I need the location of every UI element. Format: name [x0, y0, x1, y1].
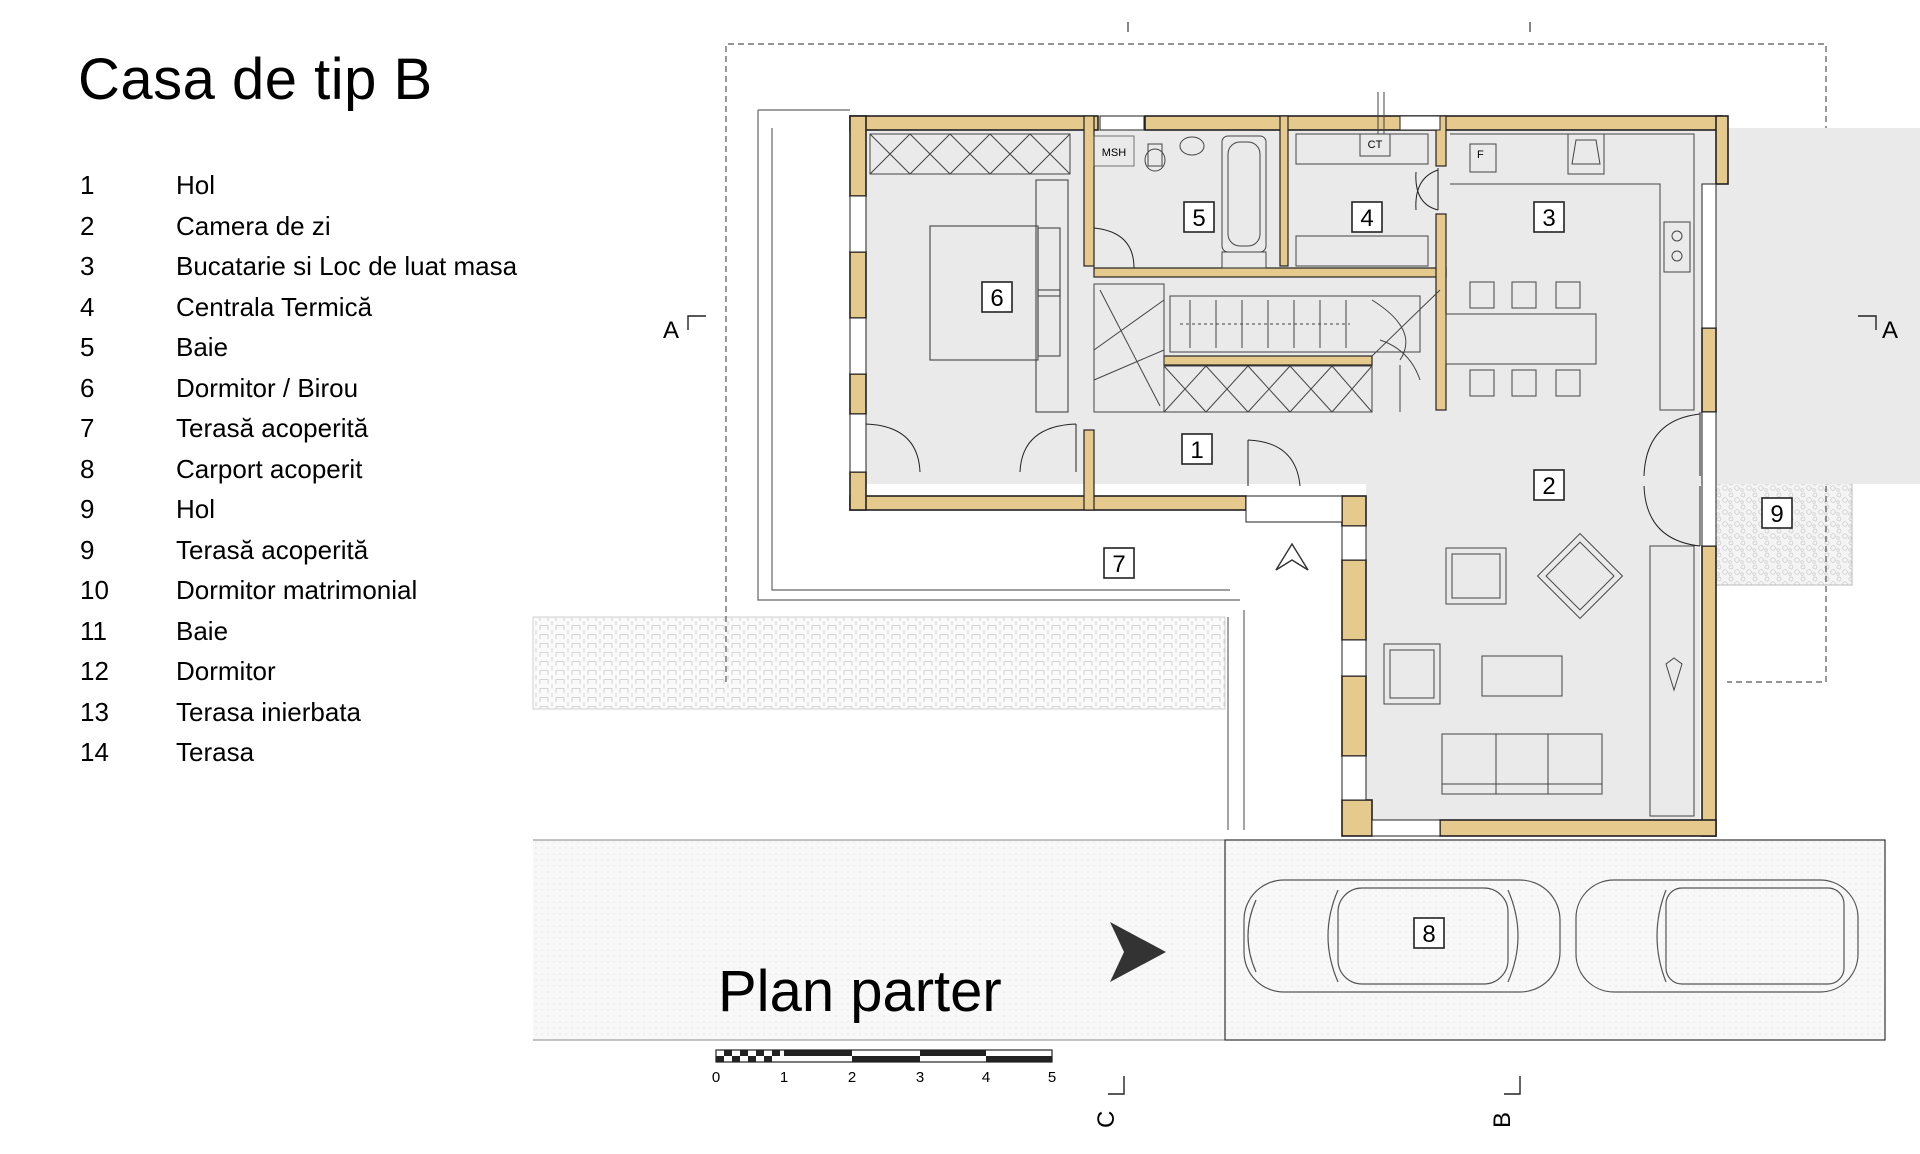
scale-tick-5: 5	[1048, 1069, 1056, 1086]
interior-walls	[1083, 115, 1447, 511]
room-label-7-text: 7	[1112, 551, 1125, 578]
legend-number: 10	[80, 575, 109, 605]
room-label-5: 5	[1183, 201, 1215, 233]
living-furniture	[1383, 532, 1695, 817]
section-a-left-text: A	[663, 317, 679, 344]
car-1	[1243, 879, 1561, 993]
section-marker-c: C	[1093, 1076, 1125, 1128]
wardrobe	[869, 133, 1373, 413]
legend-number: 13	[80, 696, 109, 727]
door-swings	[865, 168, 1701, 547]
legend-name: Dormitor matrimonial	[176, 575, 418, 605]
bathroom-fixtures	[1144, 135, 1267, 269]
room-label-3-text: 3	[1542, 205, 1555, 232]
legend-number: 2	[80, 210, 95, 241]
driveway	[533, 839, 1886, 1041]
room-label-1-text: 1	[1190, 437, 1203, 464]
legend-number: 5	[80, 332, 95, 362]
legend-number: 7	[80, 413, 95, 443]
legend-number: 12	[80, 656, 109, 686]
legend-number: 4	[80, 291, 95, 322]
room-label-6-text: 6	[990, 285, 1003, 312]
legend-number: 3	[80, 251, 95, 281]
legend-name: Carport acoperit	[176, 453, 363, 484]
section-c-text: C	[1093, 1111, 1120, 1128]
boiler-fixtures	[1295, 92, 1429, 267]
legend-name: Terasa	[176, 737, 255, 767]
section-marker-a-left: A	[663, 315, 706, 344]
car-2	[1575, 879, 1859, 993]
legend-number: 9	[80, 494, 95, 524]
room-label-2: 2	[1533, 469, 1565, 501]
room-label-6: 6	[981, 281, 1013, 313]
section-b-text: B	[1489, 1112, 1516, 1128]
section-a-right-text: A	[1882, 317, 1898, 344]
legend-name: Terasă acoperită	[176, 534, 369, 565]
legend-number: 8	[80, 453, 95, 484]
room-label-4-text: 4	[1360, 205, 1373, 232]
room-label-5-text: 5	[1192, 205, 1205, 232]
paved-walkway	[532, 616, 1226, 710]
dining-set	[1445, 281, 1597, 397]
north-arrow	[1275, 542, 1309, 571]
room-label-9-text: 9	[1770, 501, 1783, 528]
scale-bar: 0 1 2 3 4 5	[712, 1049, 1056, 1086]
scale-tick-0: 0	[712, 1069, 720, 1086]
section-marker-b: B	[1489, 1076, 1521, 1128]
scale-tick-1: 1	[780, 1069, 788, 1086]
legend-number: 6	[80, 372, 95, 403]
scale-tick-4: 4	[982, 1069, 990, 1086]
room-label-8-text: 8	[1422, 921, 1435, 948]
scale-tick-3: 3	[916, 1069, 924, 1086]
page-title: Casa de tip B	[78, 47, 433, 112]
room-label-7: 7	[1103, 547, 1135, 579]
msh-unit	[1093, 135, 1135, 167]
interior-floor	[866, 128, 1920, 820]
msh-label: MSH	[1102, 147, 1127, 159]
covered-terrace-outline	[757, 109, 1245, 830]
room-label-9: 9	[1761, 497, 1793, 529]
legend-number: 11	[80, 615, 107, 646]
legend-name: Camera de zi	[176, 210, 331, 241]
legend-name: Dormitor	[176, 656, 276, 686]
legend-name: Centrala Termică	[176, 291, 373, 322]
legend-number: 14	[80, 737, 109, 767]
bed	[929, 179, 1069, 413]
legend-number: 9	[80, 534, 95, 565]
windows	[849, 115, 1717, 837]
room-label-3: 3	[1533, 201, 1565, 233]
room-label-8: 8	[1413, 917, 1445, 949]
roof-outline	[725, 43, 1827, 683]
room-label-1: 1	[1181, 433, 1213, 465]
section-marker-a-right: A	[1858, 315, 1898, 344]
ct-label: CT	[1368, 139, 1383, 151]
fridge-label: F	[1477, 149, 1484, 161]
kitchen-counter	[1450, 133, 1695, 411]
scale-tick-2: 2	[848, 1069, 856, 1086]
legend-name: Terasa inierbata	[176, 696, 361, 727]
legend-name: Terasă acoperită	[176, 413, 369, 443]
entry-arrow	[1110, 922, 1166, 982]
legend-name: Bucatarie si Loc de luat masa	[176, 251, 518, 281]
legend-name: Baie	[176, 332, 229, 362]
legend-name: Hol	[176, 494, 216, 524]
legend-name: Hol	[176, 170, 216, 200]
staircase	[1093, 283, 1441, 413]
room-label-4: 4	[1351, 201, 1383, 233]
plan-title: Plan parter	[718, 959, 1002, 1024]
legend-name: Baie	[176, 615, 229, 646]
room-label-2-text: 2	[1542, 473, 1555, 500]
legend-name: Dormitor / Birou	[176, 372, 359, 403]
legend-number: 1	[80, 170, 95, 200]
